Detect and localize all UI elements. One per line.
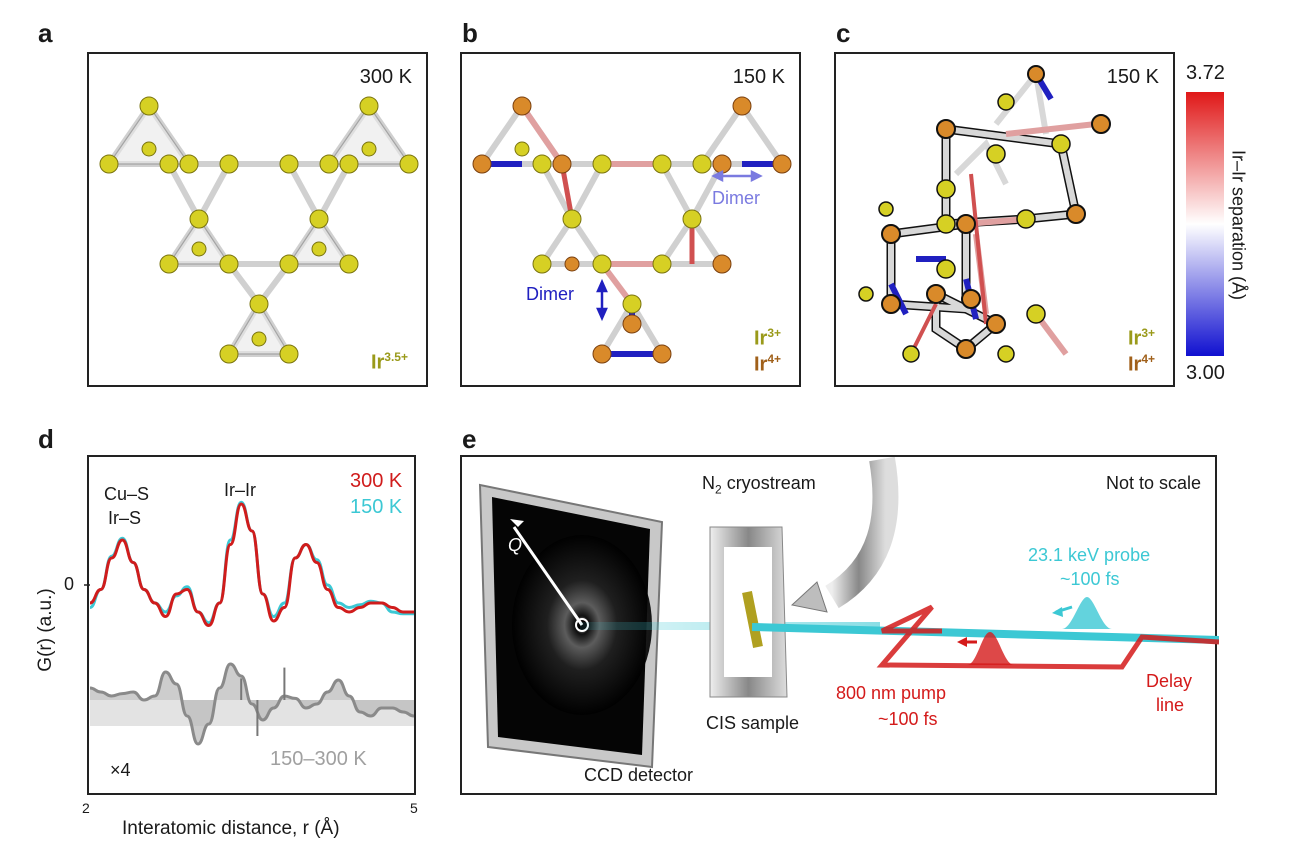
pyrochlore-lattice-150k-dimers — [472, 96, 792, 364]
ion-label-4plus: Ir4+ — [1127, 352, 1155, 376]
x-tick-5: 5 — [410, 800, 418, 816]
delay-label-2: line — [1156, 695, 1185, 715]
panel-c-structure: 150 K Ir3+ Ir4+ — [834, 52, 1175, 387]
not-to-scale-label: Not to scale — [1105, 473, 1201, 493]
x-axis-label: Interatomic distance, r (Å) — [122, 818, 340, 839]
colorbar-max-label: 3.72 — [1186, 62, 1225, 84]
panel-b-structure: 150 K Dimer Dimer Ir3+ Ir4+ — [460, 52, 801, 387]
pump-label-1: 800 nm pump — [836, 683, 947, 703]
dimer-label-upper: Dimer — [712, 188, 760, 208]
panel-label-a: a — [38, 18, 53, 48]
panel-label-b: b — [462, 18, 478, 48]
ion-label-3plus: Ir3+ — [753, 326, 781, 350]
dimer-label-lower: Dimer — [526, 284, 574, 304]
experiment-schematic — [478, 457, 1219, 769]
probe-label-2: ~100 fs — [1060, 569, 1120, 589]
delay-label-1: Delay — [1146, 671, 1193, 691]
panel-label-c: c — [836, 18, 851, 48]
panel-a-structure: 300 K Ir3.5+ — [87, 52, 428, 387]
ion-label: Ir3.5+ — [370, 350, 408, 374]
scale-factor-label: ×4 — [110, 760, 131, 780]
octamer-cluster-150k — [858, 65, 1111, 363]
pyrochlore-lattice-300k — [99, 96, 419, 364]
temperature-label: 150 K — [732, 66, 785, 88]
ion-label-4plus: Ir4+ — [753, 352, 781, 376]
sample-label: CIS sample — [706, 713, 800, 733]
legend-150k: 150 K — [350, 496, 403, 518]
panel-d-plot-frame — [87, 455, 416, 795]
colorbar — [1186, 92, 1224, 356]
temperature-label: 150 K — [1106, 66, 1159, 88]
probe-label-1: 23.1 keV probe — [1028, 545, 1151, 565]
pump-label-2: ~100 fs — [878, 709, 938, 729]
peak-label-irir: Ir–Ir — [224, 480, 257, 500]
legend-300k: 300 K — [350, 470, 403, 492]
panel-label-e: e — [462, 424, 477, 454]
panel-label-d: d — [38, 424, 54, 454]
q-vector-label: Q — [508, 535, 523, 555]
y-tick-0: 0 — [64, 574, 75, 594]
ion-label-3plus: Ir3+ — [1127, 326, 1155, 350]
temperature-label: 300 K — [359, 66, 412, 88]
cryostream-label: N2 cryostream — [702, 473, 816, 497]
series-line-300k — [89, 502, 414, 628]
detector-label: CCD detector — [584, 765, 694, 785]
legend-difference: 150–300 K — [270, 748, 367, 770]
colorbar-min-label: 3.00 — [1186, 362, 1225, 384]
series-line-difference — [89, 662, 415, 746]
panel-e-setup: Not to scale N2 cryostream Q 23.1 keV pr… — [460, 455, 1219, 795]
peak-label-cus: Cu–S — [104, 484, 150, 504]
x-tick-2: 2 — [82, 800, 90, 816]
peak-label-irs: Ir–S — [108, 508, 142, 528]
y-axis-label: G(r) (a.u.) — [35, 588, 56, 672]
